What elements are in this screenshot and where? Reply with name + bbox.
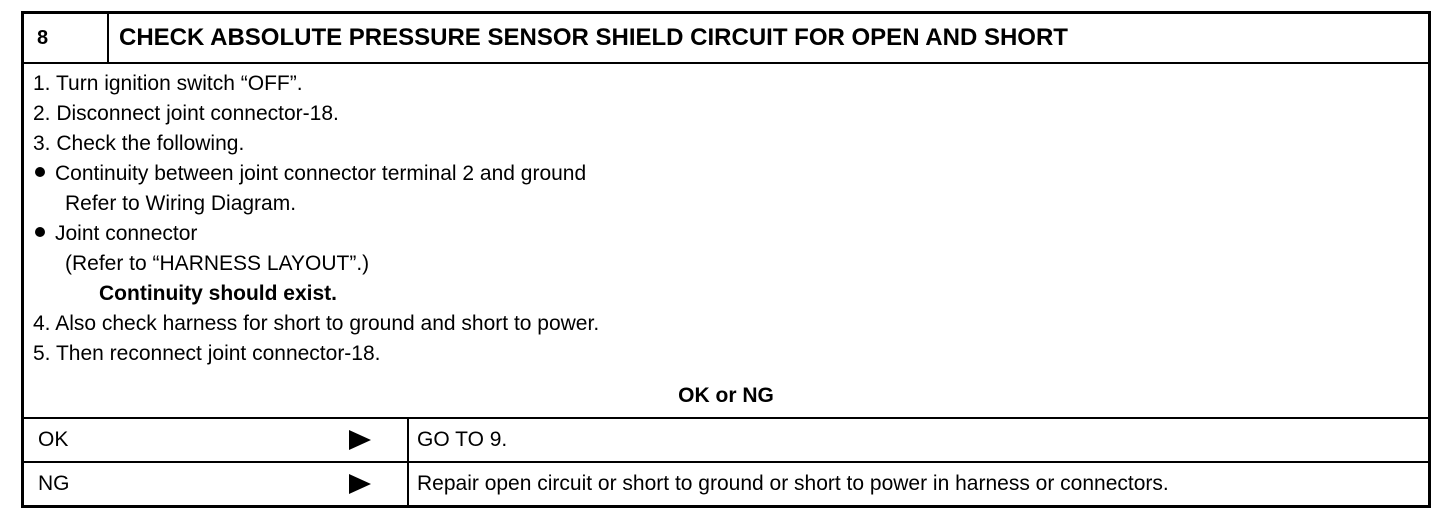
expected-result: Continuity should exist. (99, 282, 338, 305)
result-action-ok: GO TO 9. (417, 428, 508, 451)
bullet-icon (35, 227, 45, 238)
instructions-section: 1. Turn ignition switch “OFF”. 2. Discon… (24, 64, 1428, 419)
arrow-right-icon (349, 474, 371, 494)
result-label-ok: OK (24, 419, 409, 461)
check-item-continuity: Continuity between joint connector termi… (35, 159, 586, 189)
check-item-joint-connector-text: Joint connector (55, 222, 198, 245)
instruction-1: 1. Turn ignition switch “OFF”. (33, 72, 303, 95)
instruction-5: 5. Then reconnect joint connector-18. (33, 342, 381, 365)
result-row-ok: OK GO TO 9. (24, 419, 1428, 463)
step-header: 8 CHECK ABSOLUTE PRESSURE SENSOR SHIELD … (24, 14, 1428, 64)
result-heading: OK or NG (678, 384, 774, 407)
result-row-ng: NG Repair open circuit or short to groun… (24, 463, 1428, 505)
result-label-ng: NG (24, 463, 409, 505)
procedure-table: 8 CHECK ABSOLUTE PRESSURE SENSOR SHIELD … (21, 11, 1431, 508)
instruction-4: 4. Also check harness for short to groun… (33, 312, 600, 335)
bullet-icon (35, 167, 45, 178)
result-label-ok-text: OK (38, 428, 69, 451)
instruction-2: 2. Disconnect joint connector-18. (33, 102, 339, 125)
check-item-continuity-text: Continuity between joint connector termi… (55, 162, 587, 185)
step-number: 8 (24, 14, 109, 62)
instruction-3: 3. Check the following. (33, 132, 245, 155)
check-item-joint-connector-note: (Refer to “HARNESS LAYOUT”.) (65, 252, 370, 275)
check-item-continuity-note: Refer to Wiring Diagram. (65, 192, 297, 215)
arrow-right-icon (349, 430, 371, 450)
result-label-ng-text: NG (38, 472, 70, 495)
check-item-joint-connector: Joint connector (35, 219, 197, 249)
step-title: CHECK ABSOLUTE PRESSURE SENSOR SHIELD CI… (119, 24, 1068, 51)
result-action-ng: Repair open circuit or short to ground o… (417, 472, 1169, 495)
